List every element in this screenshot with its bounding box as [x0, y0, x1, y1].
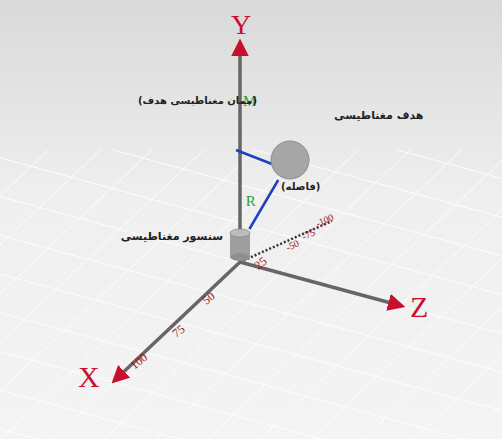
axis-label: Z — [410, 290, 428, 323]
grid-line — [0, 150, 502, 439]
tick-label: -100 — [314, 212, 335, 230]
grid-line — [0, 150, 424, 439]
node-label: هدف مغناطیسی — [334, 110, 423, 122]
grid-line — [0, 150, 464, 439]
grid-line — [176, 150, 502, 439]
grid-line — [56, 150, 502, 439]
grid-line — [0, 150, 502, 382]
node-label: سنسور مغناطیسی — [121, 231, 223, 243]
grid-line — [0, 352, 502, 439]
grid-line — [0, 150, 384, 439]
grid-line — [0, 150, 502, 412]
axis-label: Y — [231, 10, 251, 41]
tick-label: -50 — [284, 238, 301, 253]
grid-line — [0, 150, 502, 322]
tick-label: 75 — [170, 323, 188, 341]
grid-line — [0, 150, 502, 292]
moment-note: (ممان مغناطیسی هدف) — [138, 95, 257, 106]
grid-line — [16, 150, 502, 439]
grid-line — [0, 150, 502, 172]
moment-line — [236, 150, 272, 164]
grid-line — [296, 150, 502, 439]
grid-line — [0, 202, 502, 439]
grid-line — [0, 262, 502, 439]
grid-line — [0, 412, 502, 439]
tick-label: 50 — [200, 290, 218, 308]
grid-line — [0, 150, 502, 352]
grid-line — [0, 322, 502, 439]
circle-shape — [270, 140, 310, 180]
grid-line — [0, 232, 502, 439]
grid-line — [0, 150, 184, 439]
axis-label: X — [78, 360, 100, 393]
grid-line — [256, 150, 502, 439]
edge-label: R — [246, 193, 256, 210]
grid-line — [96, 150, 502, 439]
grid-line — [0, 150, 502, 262]
magnetic-target: هدف مغناطیسی — [270, 140, 310, 180]
grid-line — [0, 382, 502, 439]
grid-line — [216, 150, 502, 439]
distance-note: (فاصله) — [281, 181, 320, 192]
cylinder-shape — [229, 229, 251, 261]
grid-line — [0, 150, 304, 439]
grid-line — [0, 150, 224, 439]
grid-line — [0, 150, 344, 439]
tick-label: 100 — [128, 351, 150, 372]
floor-grid — [0, 150, 502, 439]
x-axis — [114, 262, 240, 381]
grid-line — [0, 150, 502, 232]
magnetic-sensor: سنسور مغناطیسی — [229, 229, 251, 261]
grid-line — [0, 172, 502, 439]
